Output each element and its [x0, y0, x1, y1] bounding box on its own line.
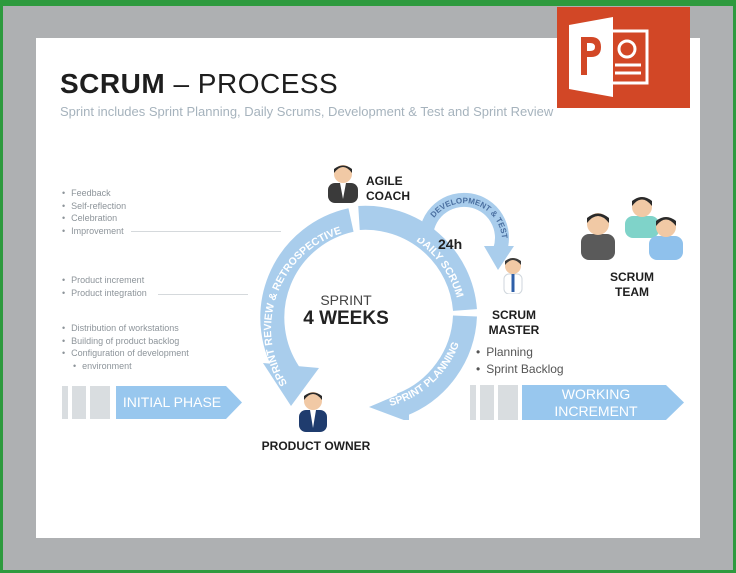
title-strong: SCRUM [60, 68, 166, 99]
daily-loop-arrowhead [484, 246, 514, 270]
role-line: COACH [366, 189, 410, 203]
page-title: SCRUM – PROCESS [60, 68, 338, 100]
role-line: TEAM [615, 285, 649, 299]
note-connector [131, 231, 281, 232]
cycle-arc-retrospective [260, 208, 354, 380]
list-item: Sprint Backlog [476, 361, 563, 378]
working-increment-arrow [522, 385, 684, 420]
phase-stripe [90, 386, 110, 419]
initial-phase-label: INITIAL PHASE [122, 394, 222, 410]
working-line-1: WORKING [561, 386, 631, 402]
slide: SCRUM – PROCESS Sprint includes Sprint P… [36, 38, 700, 538]
powerpoint-logo-glyph [569, 17, 649, 97]
person-icon [503, 258, 523, 294]
role-line: SCRUM [492, 308, 536, 322]
scrum-team-label: SCRUM TEAM [592, 270, 672, 300]
list-item: Planning [476, 344, 564, 361]
person-icon [299, 392, 327, 432]
phase-stripe [470, 385, 476, 420]
role-line: AGILE [366, 174, 403, 188]
scrum-master-items: Planning Sprint Backlog [476, 344, 564, 378]
notes-group-retrospective: Feedback Self-reflection Celebration Imp… [62, 187, 126, 237]
role-line: MASTER [488, 323, 540, 337]
working-increment-label: WORKING INCREMENT [526, 386, 666, 420]
note-item: Product integration [62, 287, 147, 300]
title-rest: – PROCESS [165, 68, 339, 99]
note-item: Configuration of development [62, 347, 189, 360]
cycle-arc-planning [396, 315, 477, 417]
cycle-arc-daily-scrum [358, 205, 477, 312]
notes-group-review: Product increment Product integration [62, 274, 147, 299]
sprint-label: SPRINT [320, 292, 372, 308]
note-item: Self-reflection [62, 200, 126, 213]
daily-loop-arc [418, 192, 509, 253]
phase-stripe [72, 386, 86, 419]
product-owner-label: PRODUCT OWNER [261, 439, 371, 453]
note-item: Feedback [62, 187, 126, 200]
note-item: Celebration [62, 212, 126, 225]
phase-stripe [62, 386, 68, 419]
team-icon [581, 197, 683, 260]
cycle-arrowhead [263, 363, 319, 406]
person-icon [649, 217, 683, 260]
daily-loop-duration: 24h [438, 236, 463, 252]
initial-phase-arrow [116, 386, 242, 419]
notes-group-initial: Distribution of workstations Building of… [62, 322, 189, 372]
page-subtitle: Sprint includes Sprint Planning, Daily S… [60, 104, 554, 119]
daily-loop: DEVELOPMENT & TEST [418, 192, 514, 270]
sprint-cycle: SPRINT REVIEW & RETROSPECTIVE DAILY SCRU… [260, 205, 477, 420]
note-item: Distribution of workstations [62, 322, 189, 335]
scrum-master-label: SCRUM MASTER [476, 308, 552, 338]
person-icon [328, 165, 358, 203]
phase-stripe [498, 385, 518, 420]
note-item: Improvement [62, 225, 126, 238]
role-line: SCRUM [610, 270, 654, 284]
phase-stripe [480, 385, 494, 420]
working-line-2: INCREMENT [554, 403, 638, 419]
note-item: Building of product backlog [62, 335, 189, 348]
note-item: Product increment [62, 274, 147, 287]
note-connector [158, 294, 248, 295]
person-icon [625, 197, 659, 238]
powerpoint-logo-icon [557, 7, 690, 108]
agile-coach-label: AGILE COACH [366, 174, 410, 204]
sprint-duration: 4 WEEKS [303, 308, 389, 329]
note-item: environment [62, 360, 189, 373]
person-icon [581, 213, 615, 260]
cycle-arrowhead [369, 390, 409, 420]
